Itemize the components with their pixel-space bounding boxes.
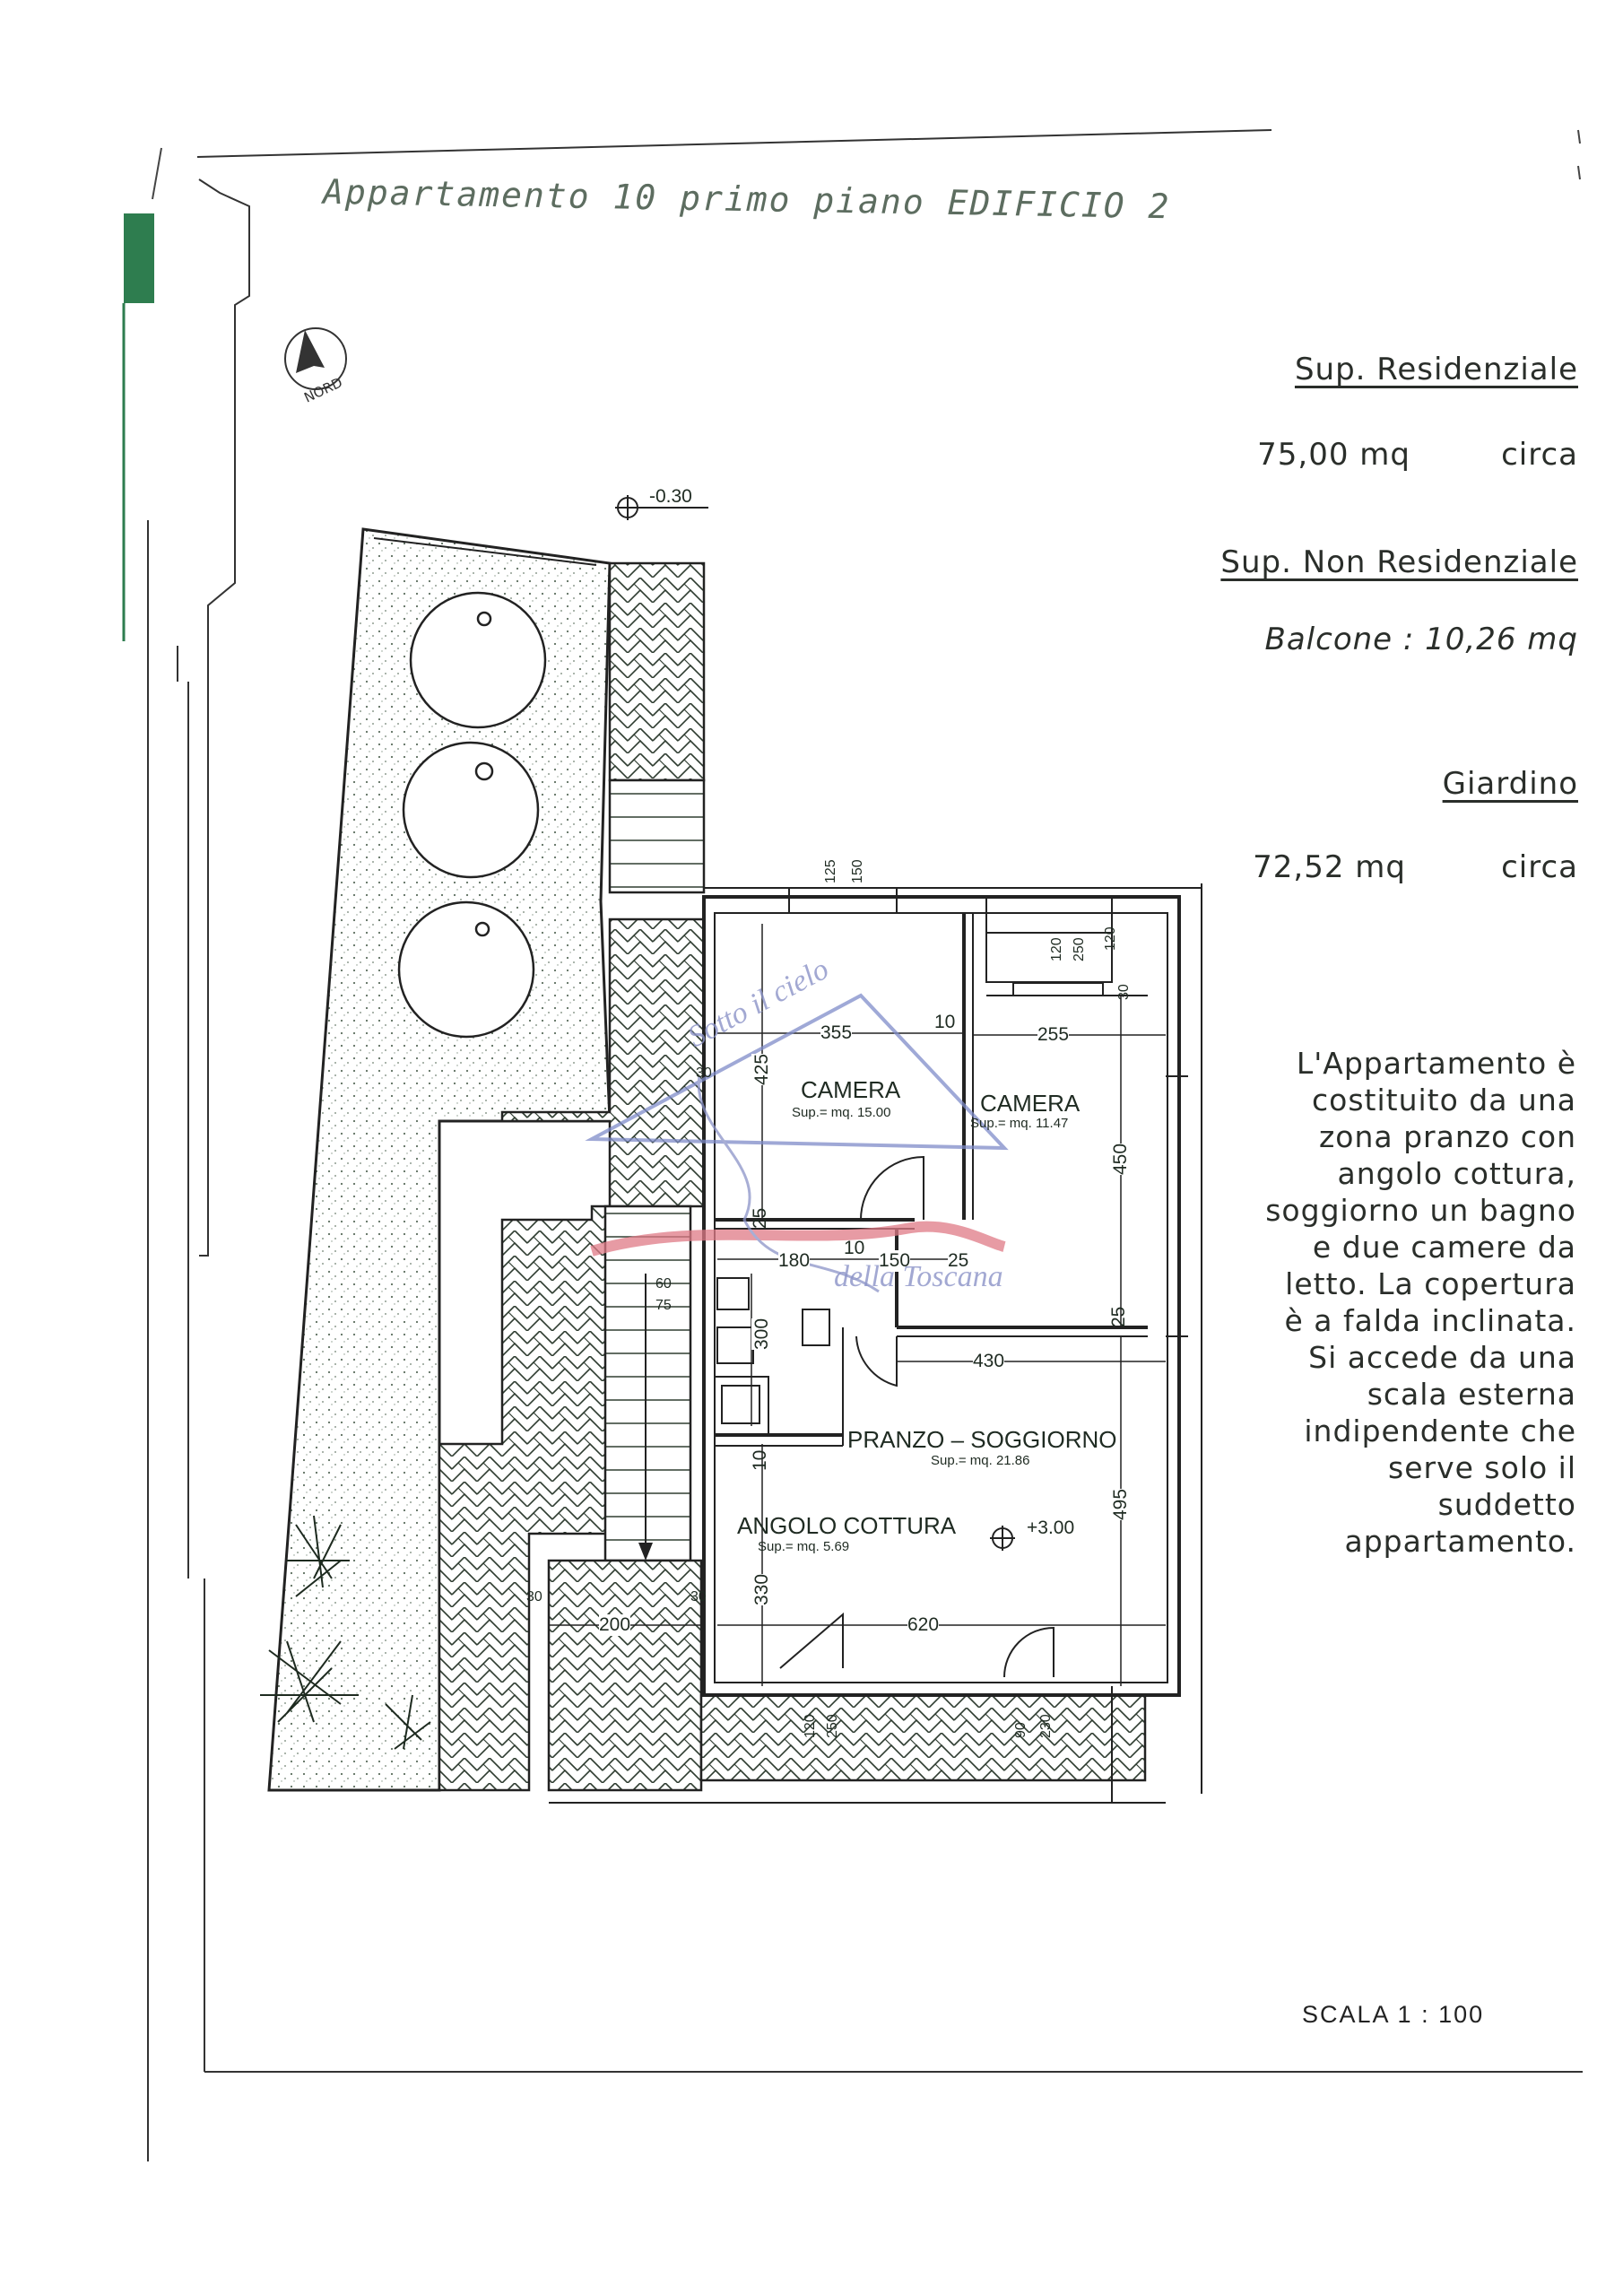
room-cottura-name: ANGOLO COTTURA [737, 1512, 957, 1539]
dim-label: 150 [879, 1250, 911, 1272]
description-line: soggiorno un bagno [1265, 1193, 1576, 1228]
description-line: scala esterna [1367, 1377, 1576, 1412]
description-line: serve solo il [1388, 1450, 1576, 1485]
dim-label: 620 [907, 1614, 940, 1636]
level-marker-icon [615, 495, 1015, 1551]
room-camera-1-name: CAMERA [801, 1076, 901, 1103]
dim-label: 30 [696, 1065, 712, 1081]
description-line: suddetto [1437, 1487, 1576, 1522]
dim-label: 450 [1110, 1143, 1132, 1175]
tree-icon [397, 591, 547, 1039]
description-line: appartamento. [1344, 1524, 1576, 1559]
north-arrow-icon [284, 327, 347, 390]
paving-upper [608, 561, 706, 782]
description-line: L'Appartamento è [1296, 1046, 1576, 1081]
description: L'Appartamento è costituito da una zona … [1191, 1045, 1576, 1560]
non-residential-label: Sup. Non Residenziale [1220, 544, 1578, 580]
green-tab [124, 213, 154, 303]
dim-label: 430 [973, 1351, 1005, 1372]
stairs-upper [608, 778, 706, 894]
dim-label: 30 [526, 1589, 542, 1605]
balcony-paving [699, 1693, 1147, 1782]
dim-label: 330 [751, 1573, 773, 1605]
description-line: angolo cottura, [1337, 1156, 1576, 1191]
dim-label: 30 [1116, 984, 1132, 1000]
garden-label: Giardino [1442, 766, 1578, 802]
room-cottura-area: Sup.= mq. 5.69 [758, 1539, 850, 1554]
scale-label: SCALA 1 : 100 [1302, 2001, 1485, 2028]
description-line: e due camere da [1312, 1230, 1576, 1265]
description-line: è a falda inclinata. [1284, 1303, 1576, 1338]
dim-label: 90 [1013, 1722, 1028, 1738]
dim-label: 120 [1049, 937, 1064, 961]
room-pranzo-name: PRANZO – SOGGIORNO [847, 1426, 1117, 1453]
dim-label: 30 [690, 1589, 707, 1605]
dim-label: 120 [1103, 926, 1118, 951]
garden-value: 72,52 mq [1253, 849, 1406, 885]
level-garden-label: -0.30 [649, 486, 692, 507]
description-line: indipendente che [1304, 1413, 1576, 1448]
dim-label: 10 [934, 1012, 956, 1032]
balcony-area: Balcone : 10,26 mq [1264, 622, 1578, 657]
watermark [585, 993, 1009, 1293]
description-line: zona pranzo con [1318, 1119, 1576, 1154]
dim-label: 200 [599, 1614, 631, 1636]
dim-label: 125 [823, 859, 838, 883]
dim-label: 180 [778, 1250, 811, 1272]
dim-label: 60 [655, 1276, 672, 1292]
dim-label: 425 [751, 1053, 773, 1085]
residential-label: Sup. Residenziale [1294, 352, 1578, 387]
dim-label: 300 [751, 1318, 773, 1350]
room-camera-1-area: Sup.= mq. 15.00 [792, 1105, 891, 1120]
watermark-line-2: della Toscana [834, 1260, 1003, 1293]
description-line: letto. La copertura [1285, 1266, 1576, 1301]
shrub-icon [260, 1515, 431, 1750]
description-line: Si accede da una [1308, 1340, 1576, 1375]
dim-label: 255 [1037, 1024, 1070, 1046]
dim-label: 25 [948, 1250, 969, 1272]
dim-label: 355 [820, 1022, 853, 1044]
paving-landing [547, 1559, 703, 1792]
stairs-lower [603, 1205, 692, 1562]
garden-suffix: circa [1501, 849, 1578, 885]
dim-label: 10 [750, 1449, 770, 1471]
dim-label: 250 [825, 1714, 840, 1738]
residential-value: 75,00 mq [1257, 437, 1410, 473]
level-apartment-label: +3.00 [1027, 1518, 1075, 1538]
dim-label: 495 [1110, 1488, 1132, 1520]
dim-label: 120 [803, 1714, 818, 1738]
room-camera-2-area: Sup.= mq. 11.47 [970, 1116, 1069, 1131]
dim-label: 25 [750, 1207, 770, 1229]
description-line: costituito da una [1312, 1083, 1576, 1118]
dim-label: 10 [844, 1238, 865, 1258]
residential-suffix: circa [1501, 437, 1578, 473]
dim-label: 230 [1038, 1714, 1054, 1738]
dim-label: 150 [850, 859, 865, 883]
dim-label: 25 [1108, 1306, 1129, 1327]
dim-label: 250 [1072, 937, 1087, 961]
room-camera-2-name: CAMERA [980, 1090, 1081, 1117]
room-pranzo-area: Sup.= mq. 21.86 [931, 1453, 1030, 1468]
dim-label: 75 [655, 1298, 672, 1313]
apartment-walls [702, 883, 1202, 1794]
